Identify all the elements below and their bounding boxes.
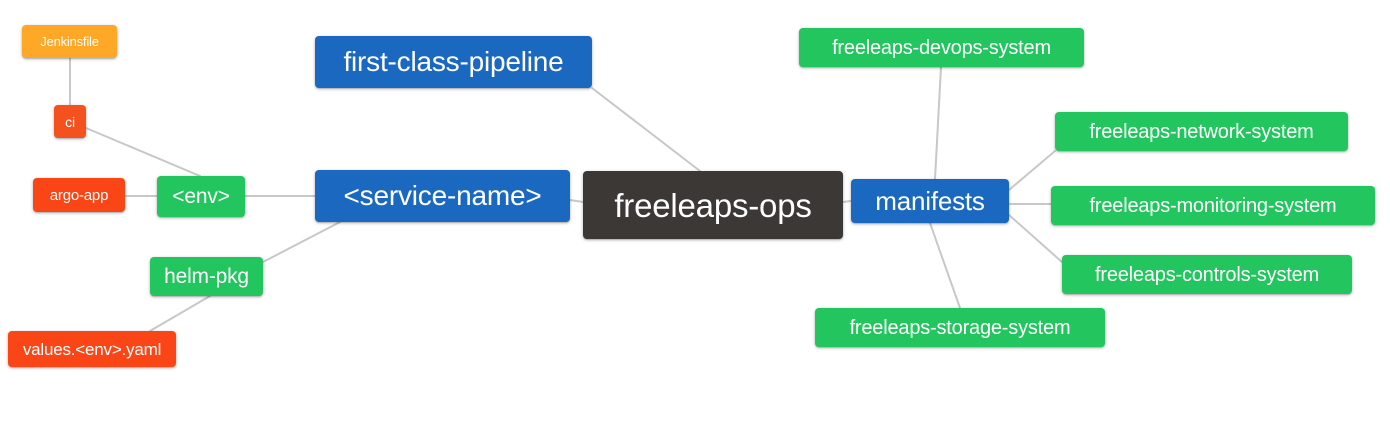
mindmap-node-label: helm-pkg [164,265,249,288]
edge-manifests-to-freeleaps-network-system [1008,150,1056,191]
mindmap-node-jenkinsfile[interactable]: Jenkinsfile [22,25,117,58]
mindmap-node-freeleaps-storage-system[interactable]: freeleaps-storage-system [815,308,1105,347]
mindmap-node-values-env-yaml[interactable]: values.<env>.yaml [8,331,176,367]
mindmap-node-freeleaps-ops[interactable]: freeleaps-ops [583,171,843,239]
mindmap-node-freeleaps-controls-system[interactable]: freeleaps-controls-system [1062,255,1352,294]
mindmap-node-label: freeleaps-monitoring-system [1089,194,1337,217]
mindmap-node-label: freeleaps-ops [614,186,812,224]
mindmap-node-env[interactable]: <env> [157,176,245,217]
mindmap-node-service-name[interactable]: <service-name> [315,170,570,222]
mindmap-node-freeleaps-devops-system[interactable]: freeleaps-devops-system [799,28,1084,67]
edge-helm-pkg-to-values-env-yaml [149,295,211,332]
mindmap-node-label: freeleaps-devops-system [832,36,1051,59]
edge-manifests-to-freeleaps-devops-system [934,66,942,180]
mindmap-node-freeleaps-monitoring-system[interactable]: freeleaps-monitoring-system [1051,186,1375,225]
mindmap-node-helm-pkg[interactable]: helm-pkg [150,257,263,296]
mindmap-node-label: <env> [172,185,230,208]
mindmap-node-label: manifests [875,186,985,216]
edge-service-name-to-helm-pkg [262,221,341,263]
mindmap-node-first-class-pipeline[interactable]: first-class-pipeline [315,36,592,88]
mindmap-node-label: freeleaps-storage-system [849,316,1071,339]
mindmap-node-label: first-class-pipeline [343,46,564,77]
mindmap-node-label: freeleaps-network-system [1089,120,1314,143]
mindmap-node-ci[interactable]: ci [54,105,86,138]
mindmap-node-manifests[interactable]: manifests [851,179,1009,223]
edge-manifests-to-freeleaps-storage-system [929,222,961,309]
mindmap-node-label: values.<env>.yaml [22,339,162,359]
edge-first-class-pipeline-to-freeleaps-ops [591,87,701,172]
mindmap-node-label: Jenkinsfile [40,34,99,49]
edge-ci-to-env [85,127,201,177]
mindmap-node-label: freeleaps-controls-system [1095,263,1319,286]
mindmap-node-argo-app[interactable]: argo-app [33,178,125,212]
edge-service-name-to-freeleaps-ops [569,199,584,203]
mindmap-node-freeleaps-network-system[interactable]: freeleaps-network-system [1055,112,1348,151]
edge-freeleaps-ops-to-manifests [842,200,852,203]
mindmap-node-label: <service-name> [343,180,542,211]
mindmap-node-label: argo-app [49,186,109,204]
mindmap-node-label: ci [65,113,75,130]
